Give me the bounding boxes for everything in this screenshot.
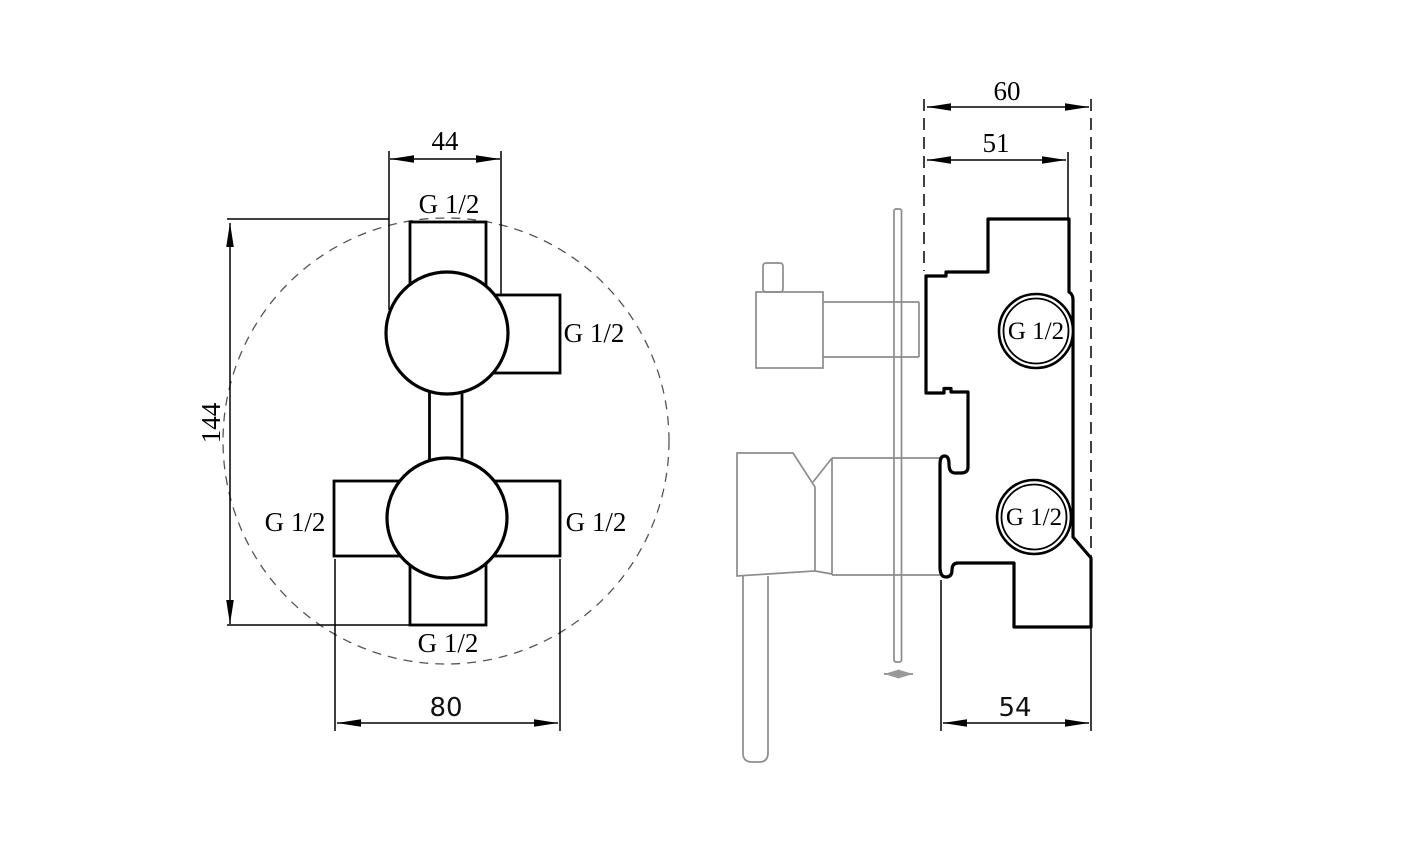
- knob-circle-top: [384, 270, 510, 396]
- knob-circle-bottom: [385, 456, 509, 580]
- dim-label-44: 44: [432, 126, 460, 156]
- dim-label-80: 80: [429, 693, 462, 723]
- upper-handle-body: [755, 291, 824, 369]
- dim-label-54: 54: [998, 693, 1031, 723]
- port-label-bottom: G 1/2: [418, 628, 479, 658]
- port-label-right-top: G 1/2: [564, 318, 625, 348]
- lever-cone-bottom: [814, 570, 833, 575]
- dim-label-144: 144: [196, 402, 226, 443]
- side-port-label-upper: G 1/2: [1008, 318, 1064, 345]
- lever-knob: [736, 452, 816, 577]
- port-label-left: G 1/2: [265, 507, 326, 537]
- dim-label-51: 51: [983, 128, 1010, 158]
- side-port-label-lower: G 1/2: [1006, 504, 1062, 531]
- trim-plate-dashed-circle: [222, 217, 670, 665]
- port-label-top: G 1/2: [419, 189, 480, 219]
- dim-label-60: 60: [994, 76, 1021, 106]
- side-view: 60 51 54 G 1/2 G 1/2: [736, 76, 1093, 763]
- lever-bar: [742, 576, 769, 763]
- side-port-upper-inner-ring: [1002, 297, 1070, 365]
- wall-plate: [893, 208, 903, 663]
- port-label-right: G 1/2: [566, 507, 627, 537]
- lever-cone-top: [812, 457, 833, 483]
- front-view: 44 144 80 G 1/2 G 1/2 G 1/2 G 1/2 G 1/2: [196, 126, 670, 731]
- upper-handle-tip: [762, 262, 784, 293]
- side-port-lower-inner-ring: [1000, 483, 1068, 551]
- valve-body-outline: [924, 217, 1093, 629]
